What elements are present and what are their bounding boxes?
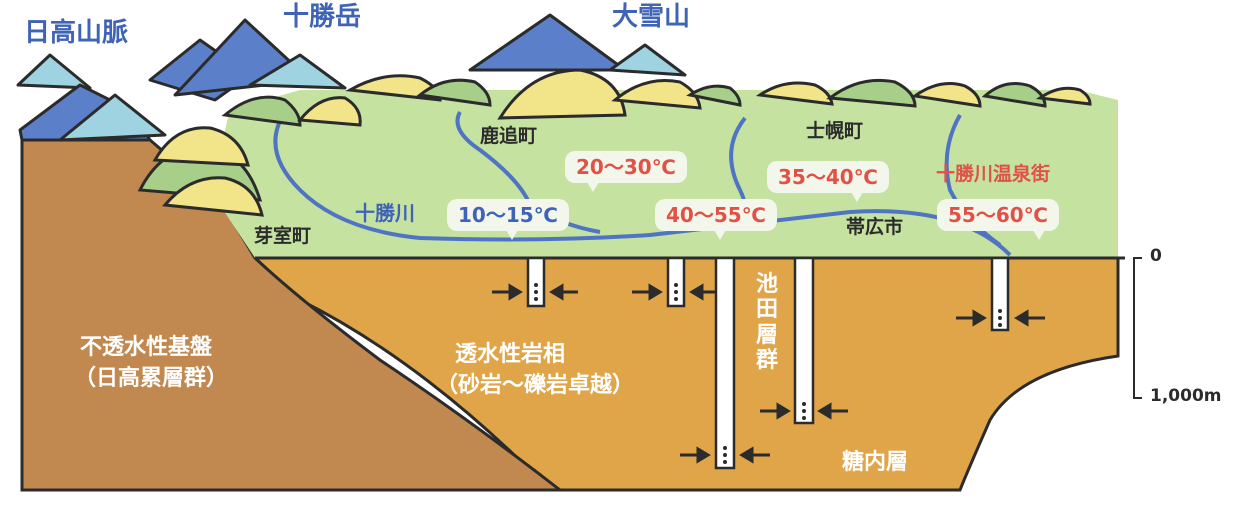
wells [526,256,1010,470]
label-obihiro: 帯広市 [846,216,904,238]
label-impermeable-title: 不透水性基盤 [80,335,213,360]
label-shihoro: 士幌町 [806,120,864,142]
label-permeable-sub: （砂岩〜礫岩卓越） [436,373,635,398]
label-shikaoi: 鹿追町 [480,125,538,147]
well-1 [526,256,546,308]
depth-scale [1133,257,1142,399]
label-tokachidake: 十勝岳 [283,2,362,32]
label-memuro: 芽室町 [254,225,312,247]
temp-bubble-3: 40〜55℃ [655,199,777,240]
label-tokachi-river: 十勝川 [355,201,415,225]
temp-bubble-5: 55〜60℃ [937,199,1059,240]
bedrock-layer [20,118,565,492]
well-screens [534,283,1002,464]
well-4 [793,256,815,425]
tokachi-river [273,110,1012,257]
well-3 [714,256,736,470]
label-impermeable-sub: （日高累層群） [74,366,229,391]
label-tonnai: 糖内層 [842,450,909,475]
well-2 [666,256,686,308]
mountain-range [16,13,687,142]
aquifer-layer [251,256,1120,492]
temp-bubble-2: 20〜30℃ [565,151,687,192]
label-taisetsuzan: 大雪山 [612,2,691,32]
depth-bottom-label: 1,000m [1150,386,1222,406]
label-permeable-title: 透水性岩相 [455,342,566,367]
temp-bubble-1: 10〜15℃ [447,199,569,240]
hills [137,68,1092,217]
temp-bubble-4: 35〜40℃ [767,161,889,202]
well-5 [990,256,1010,332]
inflow-arrows [492,283,1045,464]
label-ikeda-group: 池田層群 [755,272,778,373]
label-tokachigawa-onsen: 十勝川温泉街 [936,163,1051,185]
depth-top-label: 0 [1150,246,1162,266]
label-hidaka-mountains: 日高山脈 [24,18,129,48]
